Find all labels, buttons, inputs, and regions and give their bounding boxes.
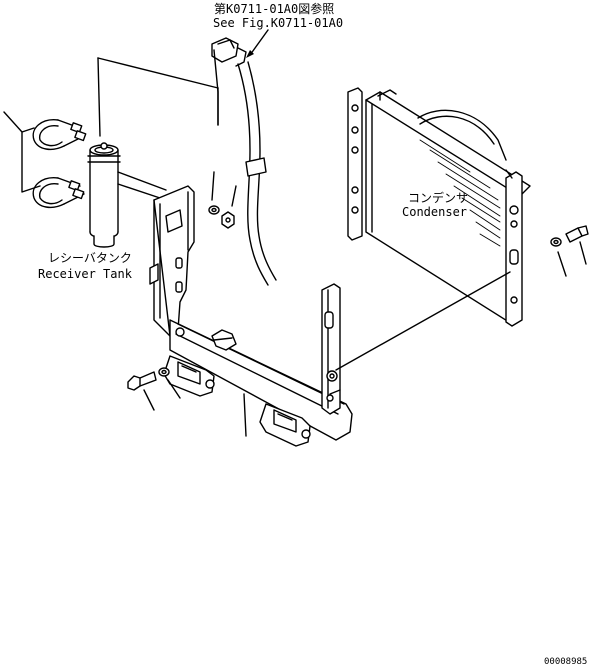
mount-block-left xyxy=(163,355,215,397)
receiver-tank xyxy=(87,142,121,248)
rail-callout xyxy=(243,393,247,437)
bolt-washer-right xyxy=(550,225,589,277)
bolt-washer-lower xyxy=(127,367,181,411)
u-bolt-lower xyxy=(32,177,85,209)
reference-arrowhead xyxy=(246,50,254,58)
condenser-label-en: Condenser xyxy=(402,205,467,219)
condenser xyxy=(347,87,531,327)
u-bolt-callout xyxy=(3,111,41,193)
reference-leader xyxy=(249,29,269,56)
reference-jp: 第K0711-01A0図参照 xyxy=(214,1,334,16)
mount-block-right xyxy=(259,403,311,447)
leader-bracket-condenser xyxy=(335,271,511,371)
u-bolt-upper xyxy=(32,119,87,151)
main-bracket xyxy=(149,185,353,441)
condenser-label-jp: コンデンサ xyxy=(408,190,468,205)
condenser-fins xyxy=(419,139,501,247)
refrigerant-hose xyxy=(211,37,277,286)
receiver-tank-label-en: Receiver Tank xyxy=(38,267,133,281)
leader-tank-hose-1 xyxy=(97,57,219,89)
leader-tank-hose-2 xyxy=(97,57,101,137)
receiver-tank-label-jp: レシーバタンク xyxy=(48,251,132,265)
reference-en: See Fig.K0711-01A0 xyxy=(213,16,343,30)
washer-nut-upper xyxy=(208,171,237,229)
drawing-number: 00008985 xyxy=(544,657,587,667)
